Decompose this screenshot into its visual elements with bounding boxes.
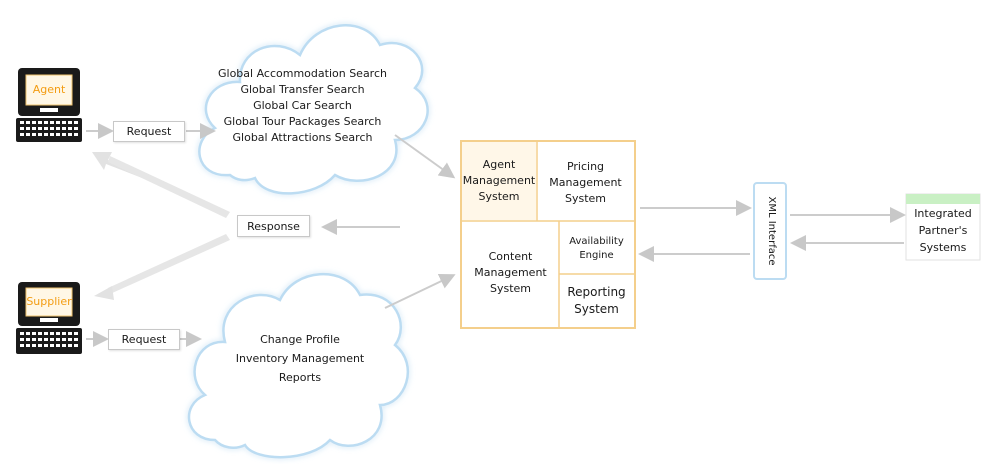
search-transfer: Global Transfer Search <box>240 83 365 96</box>
arrow-cloud-to-core <box>394 134 456 179</box>
pricing-mgmt-line-1: Pricing <box>566 160 605 173</box>
search-car: Global Car Search <box>253 99 352 112</box>
supplier-label: Supplier <box>26 295 72 308</box>
agent-management-system: Agent Management System <box>462 148 536 214</box>
reporting-line-1: Reporting <box>567 285 626 299</box>
agent-mgmt-line-1: Agent <box>482 158 516 171</box>
search-tour-packages: Global Tour Packages Search <box>223 115 382 128</box>
reporting-line-2: System <box>574 302 619 316</box>
search-accommodation: Global Accommodation Search <box>218 67 387 80</box>
partner-line-1: Integrated <box>914 206 972 220</box>
change-profile: Change Profile <box>260 333 340 346</box>
agent-computer-icon <box>16 68 82 142</box>
arrow-response-to-agent <box>92 152 230 212</box>
reporting-system: Reporting System <box>559 278 634 324</box>
partner-line-3: Systems <box>919 240 967 254</box>
agent-mgmt-line-2: Management <box>462 174 536 187</box>
integrated-partner-systems: Integrated Partner's Systems <box>906 203 980 257</box>
top-cloud-shape <box>198 24 429 195</box>
content-mgmt-line-1: Content <box>488 250 533 263</box>
reports: Reports <box>278 371 322 384</box>
pricing-mgmt-line-3: System <box>564 192 607 205</box>
pricing-management-system: Pricing Management System <box>537 150 634 216</box>
availability-line-2: Engine <box>579 250 614 261</box>
agent-request-button[interactable]: Request <box>113 121 185 142</box>
content-management-system: Content Management System <box>462 240 559 306</box>
xml-interface-label: XML Interface <box>766 196 777 266</box>
supplier-computer-icon <box>16 282 82 354</box>
availability-line-1: Availability <box>569 236 624 247</box>
supplier-request-button[interactable]: Request <box>108 329 180 350</box>
agent-mgmt-line-3: System <box>478 190 520 203</box>
top-cloud-text: Global Accommodation Search Global Trans… <box>200 66 405 146</box>
inventory-management: Inventory Management <box>235 352 365 365</box>
content-mgmt-line-3: System <box>489 282 532 295</box>
content-mgmt-line-2: Management <box>474 266 547 279</box>
xml-interface-box <box>753 182 787 280</box>
arrow-response-to-supplier <box>108 234 230 294</box>
core-system-block <box>460 140 636 329</box>
search-attractions: Global Attractions Search <box>232 131 373 144</box>
partner-line-2: Partner's <box>918 223 968 237</box>
partner-systems-box <box>905 193 981 261</box>
agent-label: Agent <box>32 83 66 96</box>
availability-engine: Availability Engine <box>559 226 634 272</box>
bottom-cloud-text: Change Profile Inventory Management Repo… <box>210 330 390 387</box>
pricing-mgmt-line-2: Management <box>549 176 622 189</box>
arrow-cloud2-to-core <box>384 273 456 309</box>
response-button[interactable]: Response <box>237 215 310 237</box>
